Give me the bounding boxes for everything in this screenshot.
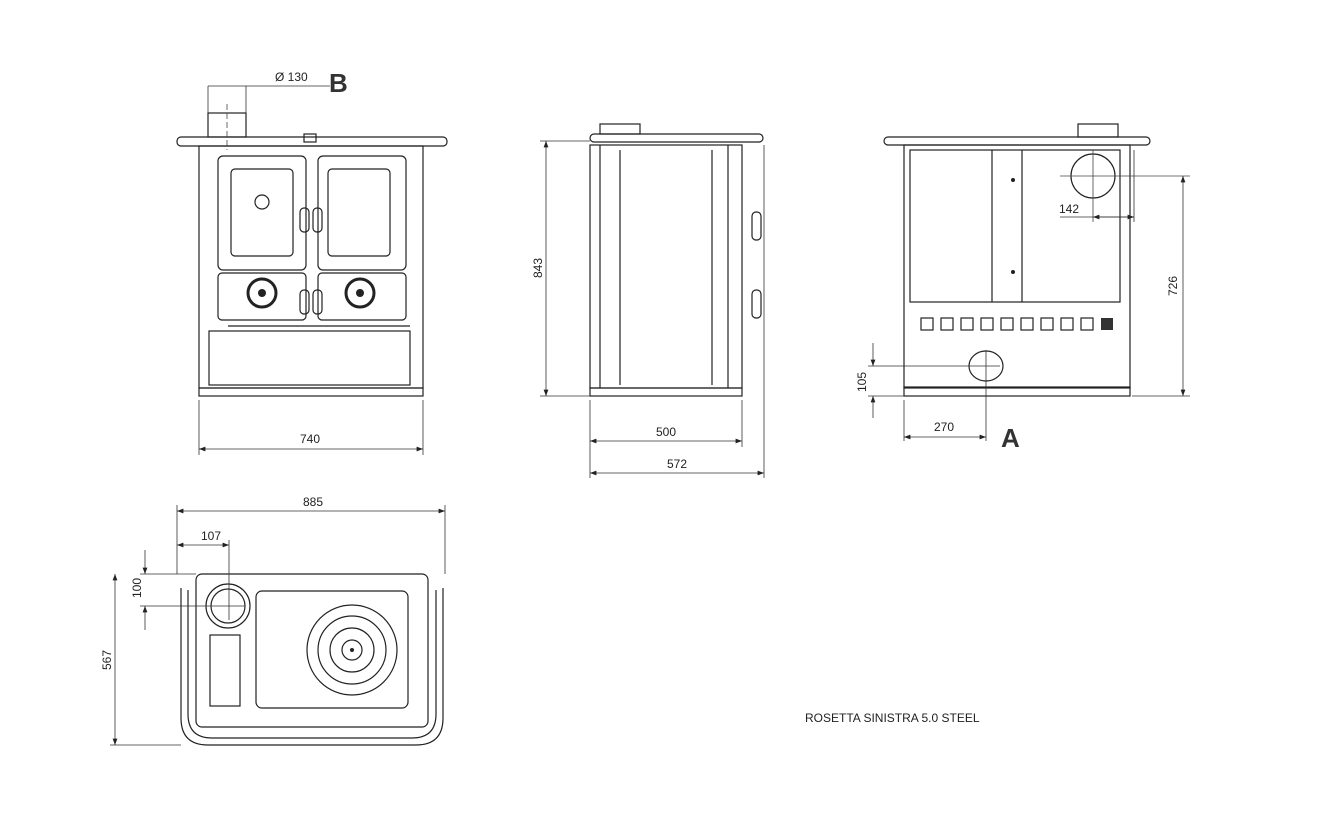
- outlet-a-label: A: [1001, 423, 1020, 453]
- wood-drawer: [208, 330, 411, 386]
- hob-plate: [255, 590, 409, 709]
- top-view: 885 107 100 567: [100, 495, 446, 746]
- flue-offset-y-dimension: 100: [130, 578, 144, 598]
- flue-diameter-label: Ø 130: [275, 70, 308, 84]
- door-handle: [751, 289, 762, 319]
- door-handle: [751, 211, 762, 241]
- air-regulator-knob: [246, 277, 278, 309]
- flue-height-dimension: 726: [1166, 276, 1180, 296]
- door-handle: [299, 207, 310, 233]
- air-regulator-knob: [344, 277, 376, 309]
- side-view: 843 500 572: [531, 123, 765, 478]
- vent-row: [920, 317, 1113, 331]
- flue-offset-x-dimension: 107: [201, 529, 221, 543]
- thermometer-icon: [254, 194, 270, 210]
- air-inlet-offset-dimension: 270: [934, 420, 954, 434]
- back-view: 142 726 105 270 A: [855, 123, 1190, 453]
- width-dimension: 740: [300, 432, 320, 446]
- oven-door: [217, 155, 307, 271]
- front-view: Ø 130 B 740: [176, 68, 448, 455]
- flue-offset-dimension: 142: [1059, 202, 1079, 216]
- total-width-dimension: 885: [303, 495, 323, 509]
- height-dimension: 843: [531, 258, 545, 278]
- air-inlet-height-dimension: 105: [855, 372, 869, 392]
- firebox-door: [317, 155, 407, 271]
- body-depth-dimension: 500: [656, 425, 676, 439]
- model-caption: ROSETTA SINISTRA 5.0 STEEL: [805, 711, 980, 725]
- total-depth-dimension: 567: [100, 650, 114, 670]
- total-depth-dimension: 572: [667, 457, 687, 471]
- door-handle: [312, 207, 323, 233]
- outlet-b-label: B: [329, 68, 348, 98]
